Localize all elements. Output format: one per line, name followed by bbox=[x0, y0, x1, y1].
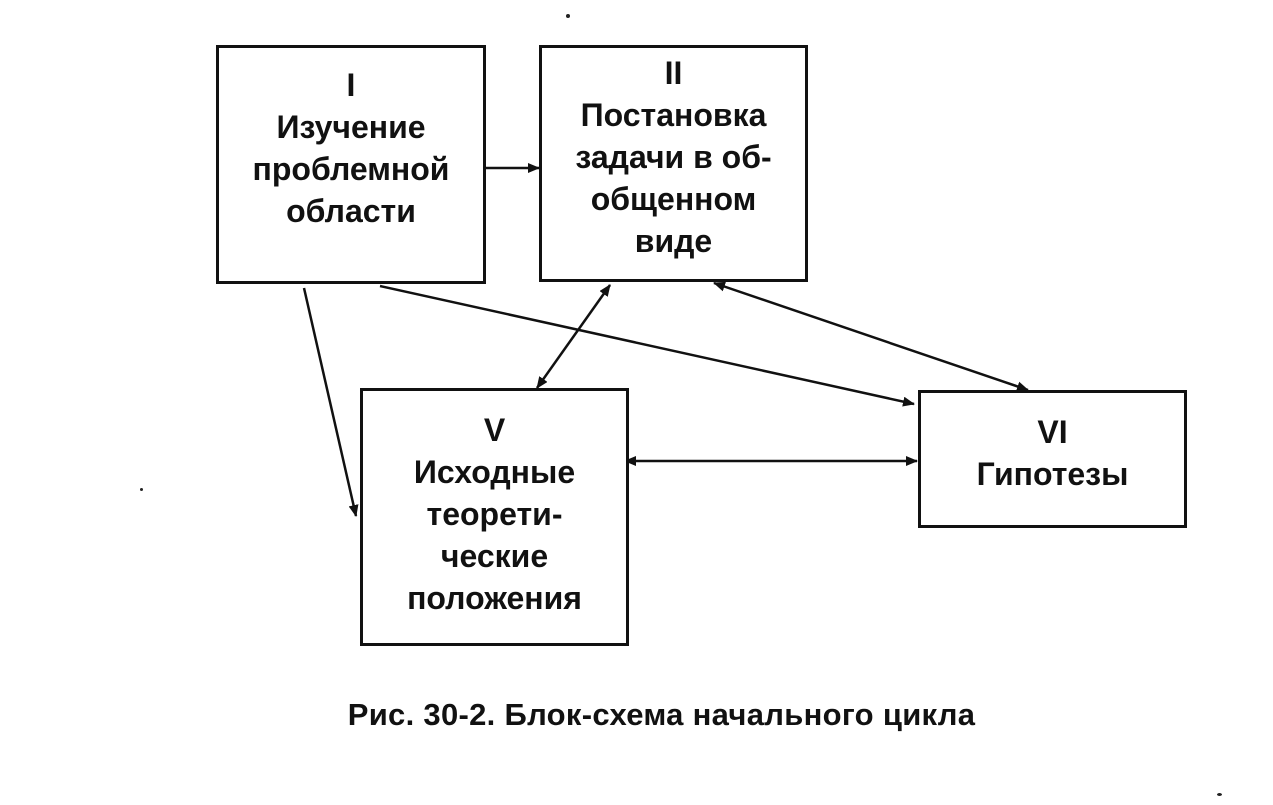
block-II-line-3: общенном bbox=[590, 181, 757, 217]
arrow-II-VI bbox=[713, 281, 1029, 392]
block-V-numeral: V bbox=[483, 412, 506, 448]
block-VI-line-1: Гипотезы bbox=[976, 456, 1129, 492]
block-VI-numeral: VI bbox=[1037, 414, 1068, 450]
block-I-line-1: Изучение bbox=[276, 109, 426, 145]
block-II-task-statement: II Постановка задачи в об- общенном виде bbox=[539, 45, 808, 282]
block-V-initial-theoretical-positions: V Исходные теорети- ческие положения bbox=[360, 388, 629, 646]
block-I-problem-area-study: I Изучение проблемной области bbox=[216, 45, 486, 284]
arrow-I-to-V bbox=[302, 287, 359, 517]
block-I-line-3: области bbox=[286, 193, 416, 229]
block-V-line-2: теорети- bbox=[426, 496, 563, 532]
scan-speck bbox=[566, 14, 570, 18]
block-I-numeral: I bbox=[346, 67, 356, 103]
block-V-line-3: ческие bbox=[440, 538, 549, 574]
block-II-line-1: Постановка bbox=[580, 97, 767, 133]
arrow-I-to-VI bbox=[379, 284, 915, 407]
scan-speck bbox=[1217, 793, 1222, 796]
scan-speck bbox=[140, 488, 143, 491]
block-I-line-2: проблемной bbox=[252, 151, 450, 187]
arrow-II-V bbox=[535, 284, 612, 389]
block-VI-hypotheses: VI Гипотезы bbox=[918, 390, 1187, 528]
block-II-line-4: виде bbox=[634, 223, 713, 259]
block-V-line-1: Исходные bbox=[413, 454, 576, 490]
block-II-numeral: II bbox=[664, 55, 683, 91]
block-V-line-4: положения bbox=[407, 580, 582, 616]
figure-caption: Рис. 30-2. Блок-схема начального цикла bbox=[347, 697, 976, 732]
block-II-line-2: задачи в об- bbox=[575, 139, 772, 175]
